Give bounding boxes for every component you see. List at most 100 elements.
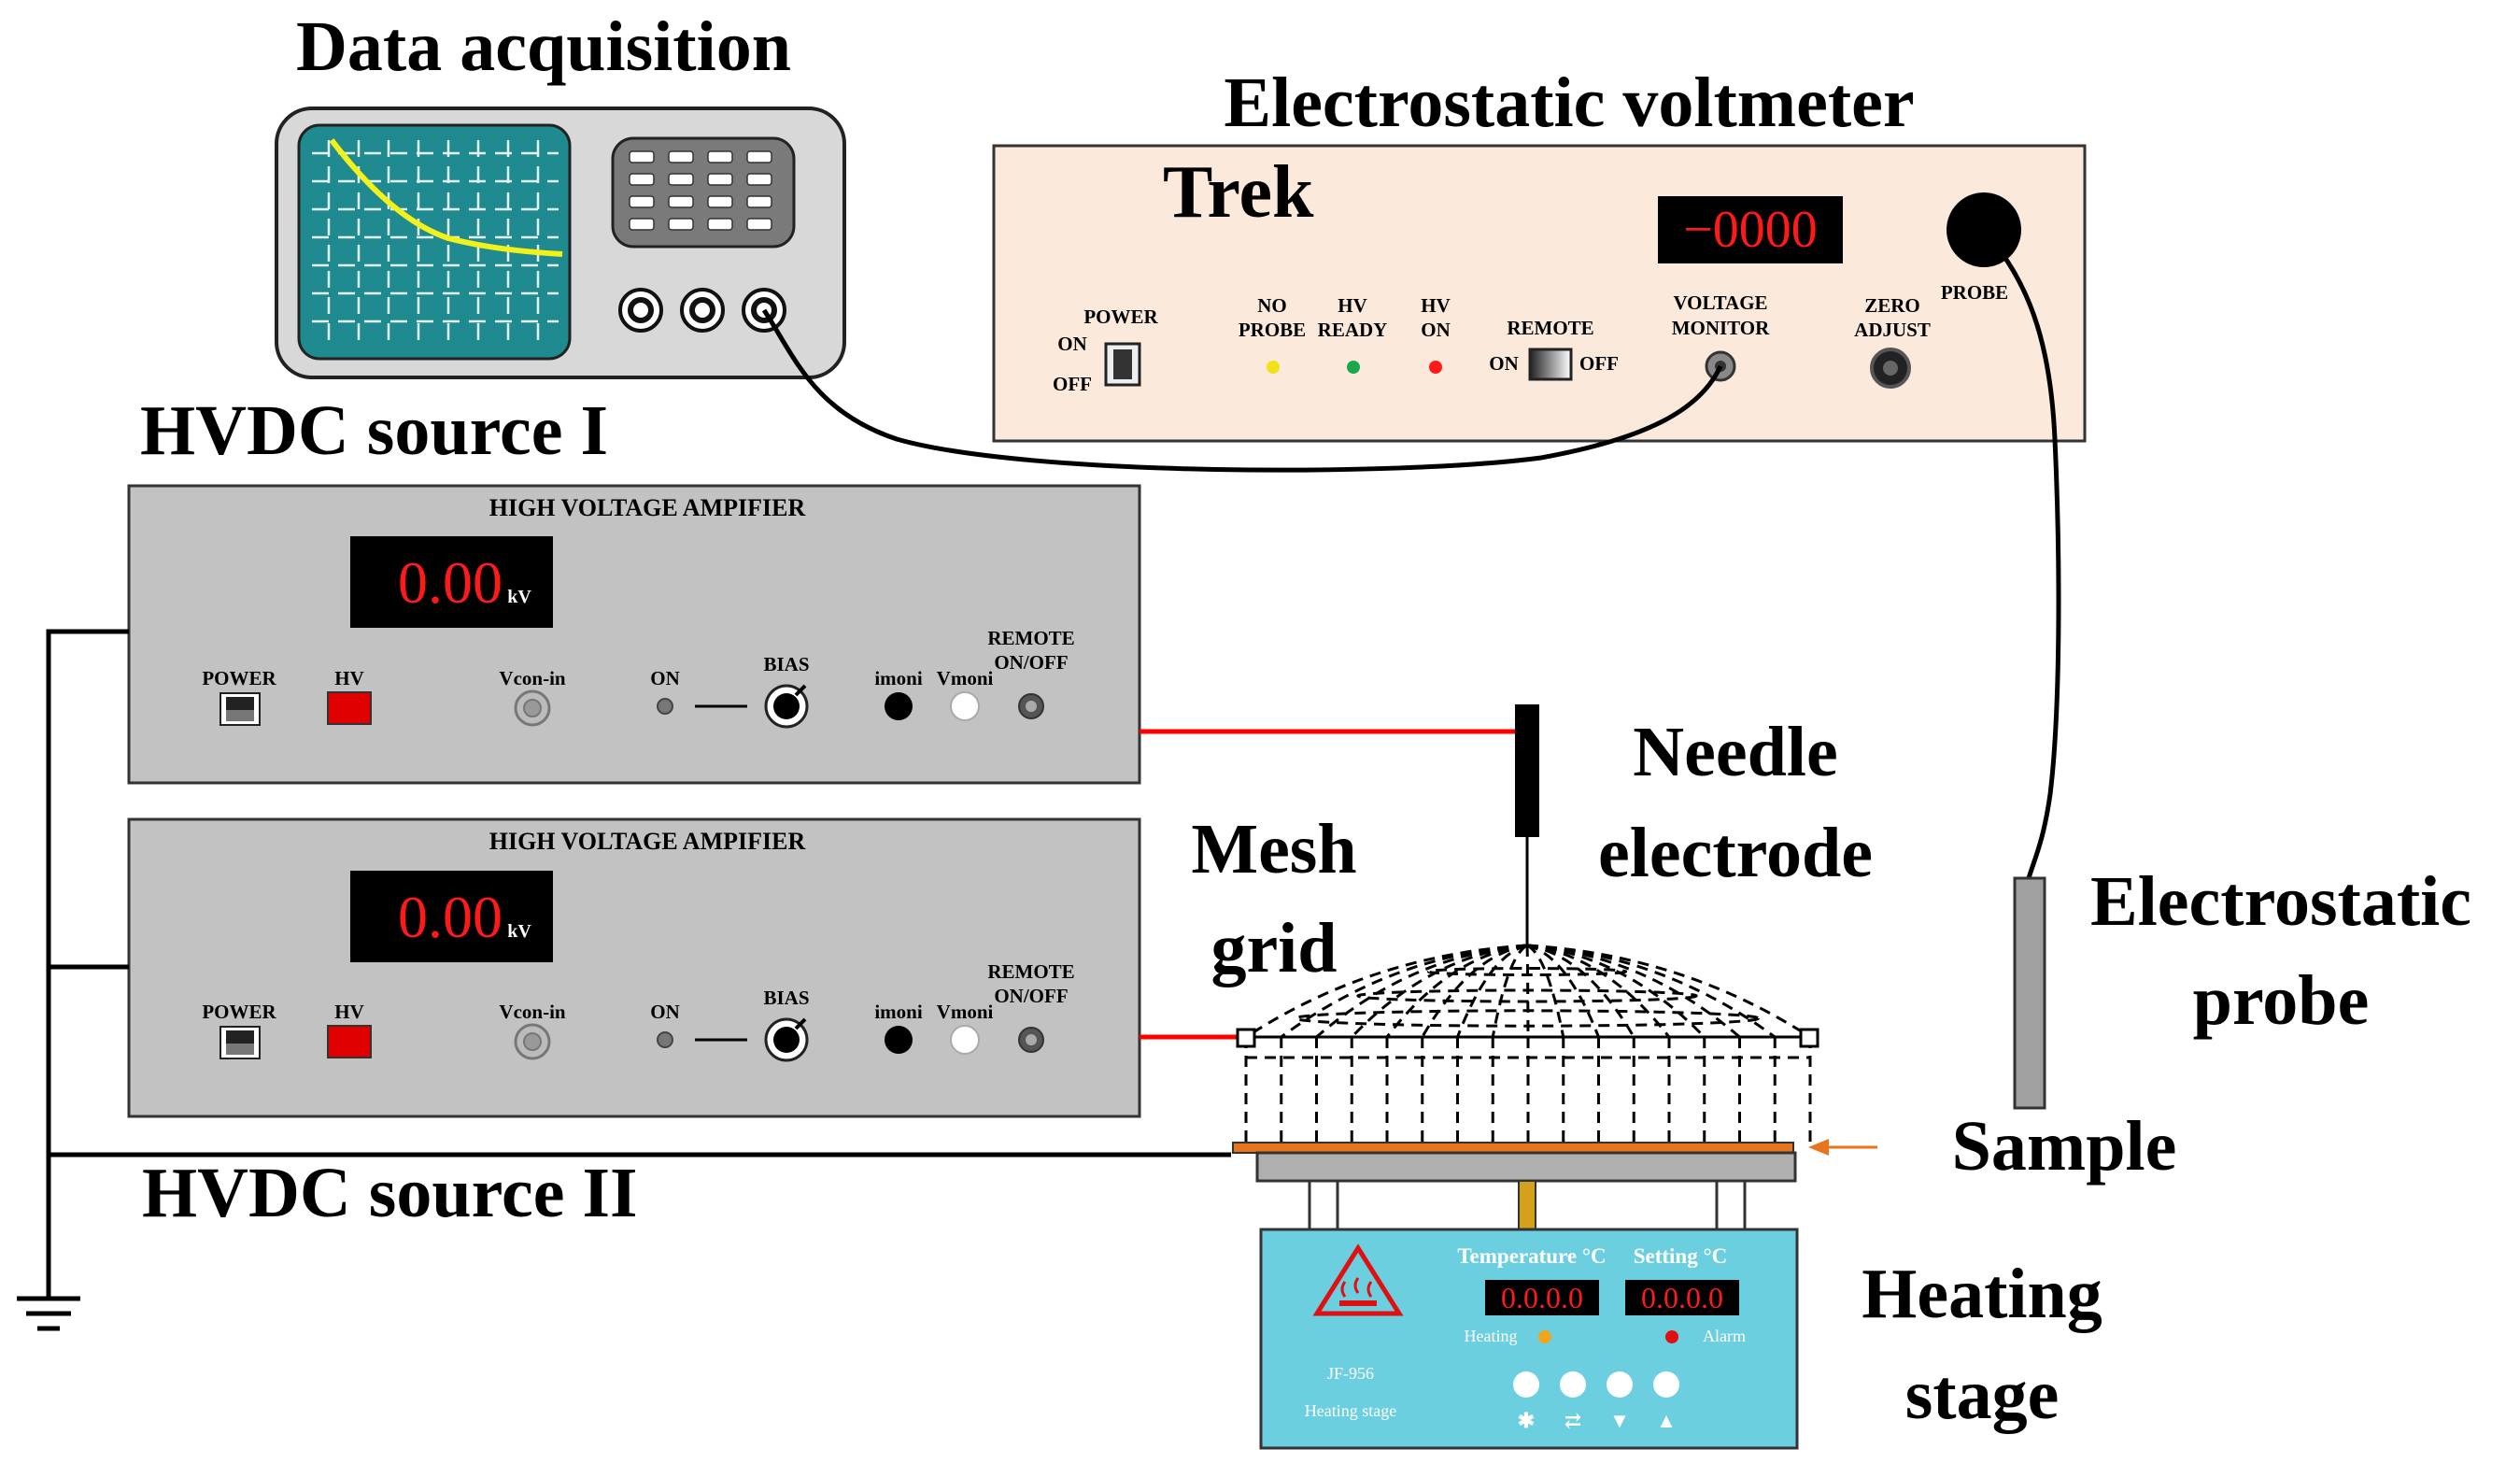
heater-button-set[interactable]: ✱ <box>1513 1371 1539 1432</box>
trek-power-switch[interactable] <box>1104 342 1141 387</box>
amp2-remote-connector[interactable] <box>1018 1027 1044 1053</box>
scope-key[interactable] <box>746 195 772 208</box>
trek-power-on-label: ON <box>1057 333 1087 355</box>
amp2-bias-knob[interactable] <box>764 1017 809 1062</box>
heater-button-down[interactable]: ▼ <box>1607 1371 1633 1432</box>
amp2-vmoni-connector[interactable] <box>950 1025 980 1055</box>
heater-alarm-label: Alarm <box>1703 1327 1746 1345</box>
mesh-terminal-left <box>1236 1028 1256 1048</box>
scope-key[interactable] <box>707 173 733 186</box>
amp1-bias-knob[interactable] <box>764 684 809 729</box>
trek-remote-switch[interactable] <box>1528 348 1573 381</box>
hv-amplifier-2: HIGH VOLTAGE AMPIFIER 0.00 kV POWER HV V… <box>127 817 1141 1118</box>
scope-key[interactable] <box>629 173 655 186</box>
trek-probe-label: PROBE <box>1941 281 2008 304</box>
scope-connector-1[interactable] <box>618 288 663 333</box>
trek-hv-on-label: HV <box>1421 294 1451 317</box>
sample <box>1232 1142 1794 1154</box>
ground-wiring <box>46 629 1231 1299</box>
mesh-grid <box>1244 944 1812 1142</box>
trek-display <box>1658 196 1843 263</box>
stage-leg-right <box>1715 1179 1747 1231</box>
mesh-ring <box>1356 988 1698 1003</box>
scope-key[interactable] <box>707 150 733 163</box>
label-sample: Sample <box>1952 1107 2177 1186</box>
mesh-meridian <box>1491 944 1528 1038</box>
amp1-vcon-connector[interactable] <box>514 689 551 727</box>
mesh-meridian <box>1456 944 1528 1038</box>
label-hvdc-source-1: HVDC source I <box>140 391 608 470</box>
amp2-display-value: 0.00 <box>398 884 503 950</box>
amp1-hv-label: HV <box>334 667 364 689</box>
label-electrostatic: Electrostatic <box>2090 862 2471 941</box>
scope-key[interactable] <box>746 218 772 231</box>
heater-temperature-display <box>1485 1280 1599 1315</box>
scope-connector-2[interactable] <box>680 288 725 333</box>
scope-trace <box>329 138 563 257</box>
scope-key[interactable] <box>668 195 694 208</box>
trek-no-probe-led <box>1267 361 1280 374</box>
mesh-meridian <box>1526 944 1565 1038</box>
heater-warning-icon <box>1312 1243 1404 1316</box>
svg-text:▼: ▼ <box>1609 1409 1630 1432</box>
scope-key[interactable] <box>668 173 694 186</box>
amp1-display <box>350 536 553 628</box>
trek-zero-adjust-knob[interactable] <box>1870 348 1911 389</box>
heating-stage: Temperature °C Setting °C 0.0.0.0 0.0.0.… <box>1259 1228 1799 1450</box>
amp1-power-label: POWER <box>202 667 276 689</box>
electrostatic-probe <box>2013 876 2046 1110</box>
scope-key[interactable] <box>746 173 772 186</box>
mesh-meridian <box>1526 944 1741 1039</box>
amp1-unit: kV <box>507 587 531 607</box>
scope-key[interactable] <box>629 218 655 231</box>
scope-key[interactable] <box>668 150 694 163</box>
scope-key[interactable] <box>629 195 655 208</box>
amp2-power-switch[interactable] <box>219 1026 261 1059</box>
amp2-vcon-connector[interactable] <box>514 1023 551 1060</box>
trek-remote-off-label: OFF <box>1579 352 1619 375</box>
amp2-hv-button[interactable] <box>327 1025 372 1058</box>
amp1-power-switch[interactable] <box>219 692 261 726</box>
svg-text:✱: ✱ <box>1518 1409 1535 1432</box>
amp1-bias-label: BIAS <box>763 653 809 675</box>
heater-temperature-label: Temperature °C <box>1457 1244 1606 1268</box>
trek-display-value: −0000 <box>1683 201 1818 259</box>
trek-panel <box>992 144 2087 443</box>
amp2-remote-label: REMOTE <box>987 960 1074 983</box>
heater-alarm-led <box>1665 1330 1678 1343</box>
scope-key[interactable] <box>629 150 655 163</box>
trek-remote-label: REMOTE <box>1507 317 1593 339</box>
stage-heater-rod <box>1518 1180 1536 1230</box>
heater-name: Heating stage <box>1305 1401 1396 1420</box>
amp2-on-led <box>657 1031 673 1048</box>
amp1-hv-button[interactable] <box>327 691 372 725</box>
trek-hv-on-led <box>1429 361 1442 374</box>
label-needle: Needle <box>1633 713 1837 791</box>
label-heating: Heating <box>1862 1255 2102 1333</box>
scope-key[interactable] <box>707 195 733 208</box>
amp2-remote-label-2: ON/OFF <box>994 985 1068 1007</box>
amp2-display <box>350 871 553 962</box>
mesh-ring <box>1426 967 1628 976</box>
scope-screen <box>297 123 572 361</box>
svg-text:⇄: ⇄ <box>1564 1409 1581 1432</box>
amp1-vmoni-connector[interactable] <box>950 691 980 721</box>
needle-electrode-holder <box>1515 704 1539 837</box>
mesh-meridian <box>1526 944 1777 1039</box>
label-stage: stage <box>1905 1356 2060 1434</box>
trek-power-off-label: OFF <box>1053 373 1092 395</box>
heater-button-shift[interactable]: ⇄ <box>1560 1371 1586 1432</box>
amp1-imoni-connector[interactable] <box>885 692 913 720</box>
heater-button-up[interactable]: ▲ <box>1653 1371 1679 1432</box>
scope-key[interactable] <box>707 218 733 231</box>
trek-remote-on-label: ON <box>1489 352 1519 375</box>
label-hvdc-source-2: HVDC source II <box>142 1154 638 1232</box>
heater-setting-display <box>1625 1280 1739 1315</box>
trek-zero-adjust-label-2: ADJUST <box>1854 319 1931 341</box>
amp1-remote-connector[interactable] <box>1018 693 1044 719</box>
scope-key[interactable] <box>668 218 694 231</box>
amp2-imoni-connector[interactable] <box>885 1026 913 1054</box>
ground-symbol <box>17 1296 80 1331</box>
scope-key[interactable] <box>746 150 772 163</box>
trek-hv-ready-label: HV <box>1338 294 1367 317</box>
